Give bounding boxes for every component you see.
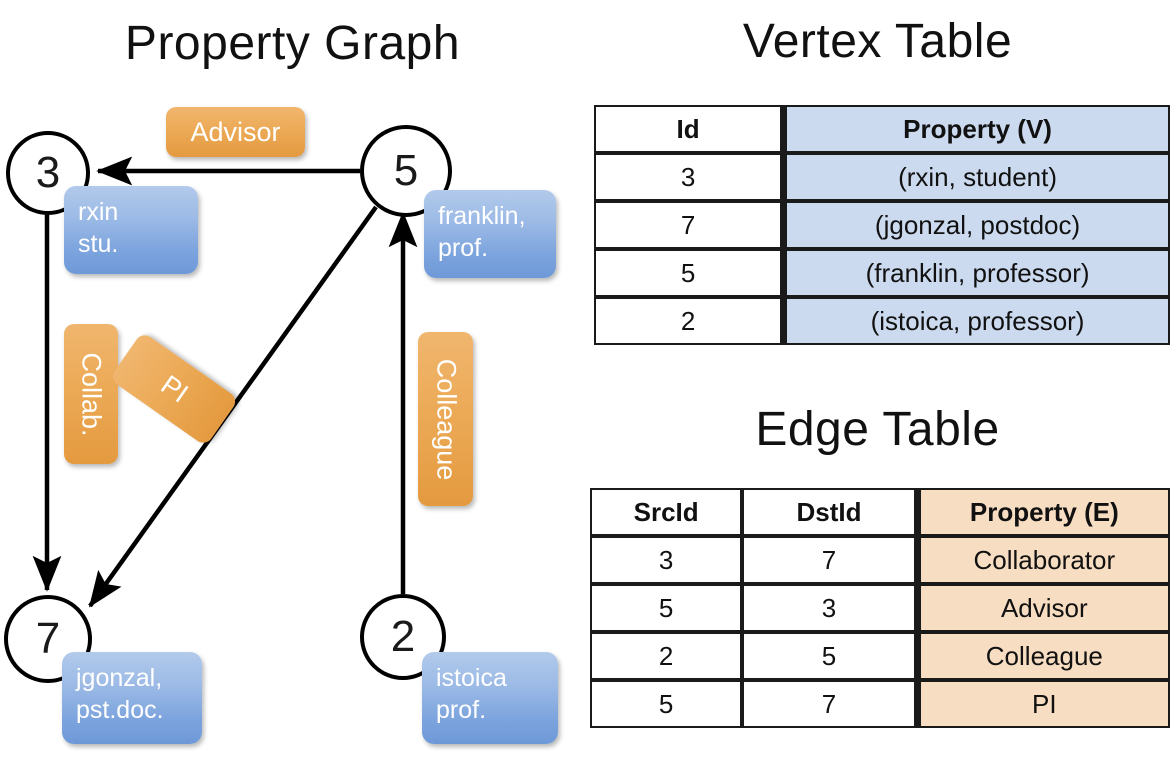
property-graph-diagram: 3 5 7 2 rxin stu. franklin, prof. jgonza… [4,107,558,744]
edge-table-cell-srcid: 5 [590,584,743,632]
edge-table-cell-property: PI [915,680,1170,728]
edge-label-advisor-text: Advisor [190,116,281,147]
edge-label-colleague-text: Colleague [431,358,461,480]
vertex-table: Id Property (V) 3 (rxin, student) 7 (jgo… [594,105,1170,345]
vertex-node-2-label: 2 [390,612,416,661]
edge-table-header-row: SrcId DstId Property (E) [590,488,1170,536]
vertex-property-box-franklin[interactable]: franklin, prof. [424,190,556,278]
table-row: 3 (rxin, student) [594,153,1170,201]
edge-table-cell-srcid: 3 [590,536,743,584]
edge-table-cell-property: Collaborator [915,536,1170,584]
edge-table-header-srcid: SrcId [590,488,743,536]
page-title-vertex-table: Vertex Table [742,15,1013,68]
vertex-table-cell-property: (rxin, student) [782,153,1170,201]
vertex-property-franklin-line1: franklin, [438,202,526,230]
vertex-table-header-row: Id Property (V) [594,105,1170,153]
vertex-table-cell-id: 2 [594,297,783,345]
vertex-table-cell-property: (franklin, professor) [782,249,1170,297]
page-title-edge-table: Edge Table [755,403,1000,456]
edge-label-collab-text: Collab. [76,351,107,437]
vertex-property-jgonzal-line1: jgonzal, [76,664,163,692]
table-row: 5 7 PI [590,680,1170,728]
vertex-property-istoica-line1: istoica [436,664,507,692]
vertex-node-7-label: 7 [35,614,61,663]
vertex-table-cell-id: 3 [594,153,783,201]
edge-table-cell-srcid: 2 [590,632,743,680]
edge-table-cell-property: Advisor [915,584,1170,632]
edge-label-collab[interactable]: Collab. [64,324,118,464]
table-row: 5 (franklin, professor) [594,249,1170,297]
edge-table-cell-srcid: 5 [590,680,743,728]
edge-table: SrcId DstId Property (E) 3 7 Collaborato… [590,488,1170,728]
vertex-table-cell-property: (jgonzal, postdoc) [782,201,1170,249]
table-row: 2 (istoica, professor) [594,297,1170,345]
vertex-table-cell-id: 5 [594,249,783,297]
page-title-property-graph: Property Graph [124,17,461,70]
vertex-table-cell-id: 7 [594,201,783,249]
edge-table-cell-dstid: 7 [742,680,916,728]
edge-table-cell-dstid: 7 [742,536,916,584]
table-row: 2 5 Colleague [590,632,1170,680]
edge-table-header-property: Property (E) [915,488,1170,536]
vertex-node-3-label: 3 [35,148,61,197]
vertex-property-istoica-line2: prof. [436,696,487,724]
vertex-property-franklin-line2: prof. [438,234,489,262]
edge-label-advisor[interactable]: Advisor [166,107,305,157]
table-row: 7 (jgonzal, postdoc) [594,201,1170,249]
vertex-property-jgonzal-line2: pst.doc. [76,696,164,724]
edge-table-cell-dstid: 3 [742,584,916,632]
vertex-node-5-label: 5 [393,146,419,195]
edge-label-colleague[interactable]: Colleague [418,332,473,506]
table-row: 5 3 Advisor [590,584,1170,632]
vertex-node-2[interactable]: 2 [360,594,446,680]
vertex-property-rxin-line1: rxin [78,198,119,226]
vertex-table-cell-property: (istoica, professor) [782,297,1170,345]
edge-table-cell-dstid: 5 [742,632,916,680]
vertex-table-header-property: Property (V) [782,105,1170,153]
vertex-property-box-istoica[interactable]: istoica prof. [422,652,558,744]
edge-table-cell-property: Colleague [915,632,1170,680]
vertex-property-rxin-line2: stu. [78,230,119,258]
table-row: 3 7 Collaborator [590,536,1170,584]
vertex-property-box-rxin[interactable]: rxin stu. [64,186,198,274]
vertex-property-box-jgonzal[interactable]: jgonzal, pst.doc. [62,652,202,744]
vertex-table-header-id: Id [594,105,783,153]
edge-label-pi-text: PI [155,368,194,409]
edge-table-header-dstid: DstId [742,488,916,536]
